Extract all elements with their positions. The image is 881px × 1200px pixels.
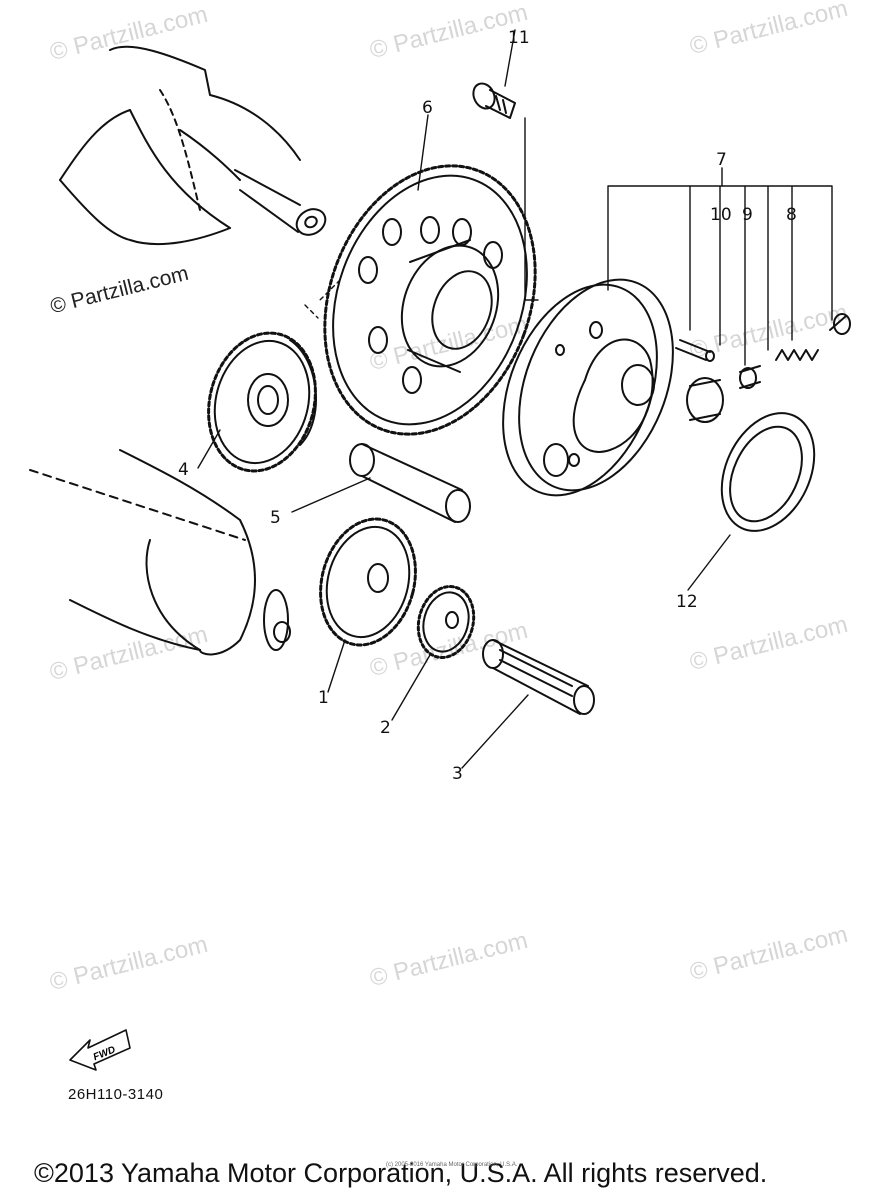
washer-12 xyxy=(720,412,816,532)
callout-12: 12 xyxy=(676,592,698,612)
callout-8: 8 xyxy=(786,205,797,225)
callout-7: 7 xyxy=(716,150,727,170)
callout-1: 1 xyxy=(318,688,329,708)
callout-11: 11 xyxy=(508,28,530,48)
one-way-clutch-7 xyxy=(502,278,674,497)
callout-10: 10 xyxy=(710,205,732,225)
gear-2 xyxy=(416,585,476,659)
callout-5: 5 xyxy=(270,508,281,528)
copyright-notice: ©2013 Yamaha Motor Corporation, U.S.A. A… xyxy=(34,1158,768,1188)
shaft-5 xyxy=(349,443,471,523)
part-code: 26H110-3140 xyxy=(68,1086,164,1103)
roller-9 xyxy=(686,365,761,423)
idler-gear-4 xyxy=(207,331,317,473)
callout-9: 9 xyxy=(742,205,753,225)
shaft-3 xyxy=(482,639,595,715)
callout-3: 3 xyxy=(452,764,463,784)
fwd-label: FWD xyxy=(92,1045,117,1064)
bolt-11 xyxy=(472,82,516,119)
gear-1 xyxy=(319,517,417,647)
crankshaft xyxy=(59,45,327,246)
callout-2: 2 xyxy=(380,718,391,738)
starter-wheel-gear-6 xyxy=(323,164,537,436)
leader-lines xyxy=(197,29,833,769)
callout-6: 6 xyxy=(422,98,433,118)
spring-8 xyxy=(775,313,851,361)
callout-4: 4 xyxy=(178,460,189,480)
pin-10 xyxy=(675,339,715,362)
fwd-arrow-icon xyxy=(69,1029,131,1071)
starter-motor xyxy=(29,449,291,656)
tiny-copyright: (c) 2005-2016 Yamaha Motor Corporation, … xyxy=(386,1162,518,1168)
